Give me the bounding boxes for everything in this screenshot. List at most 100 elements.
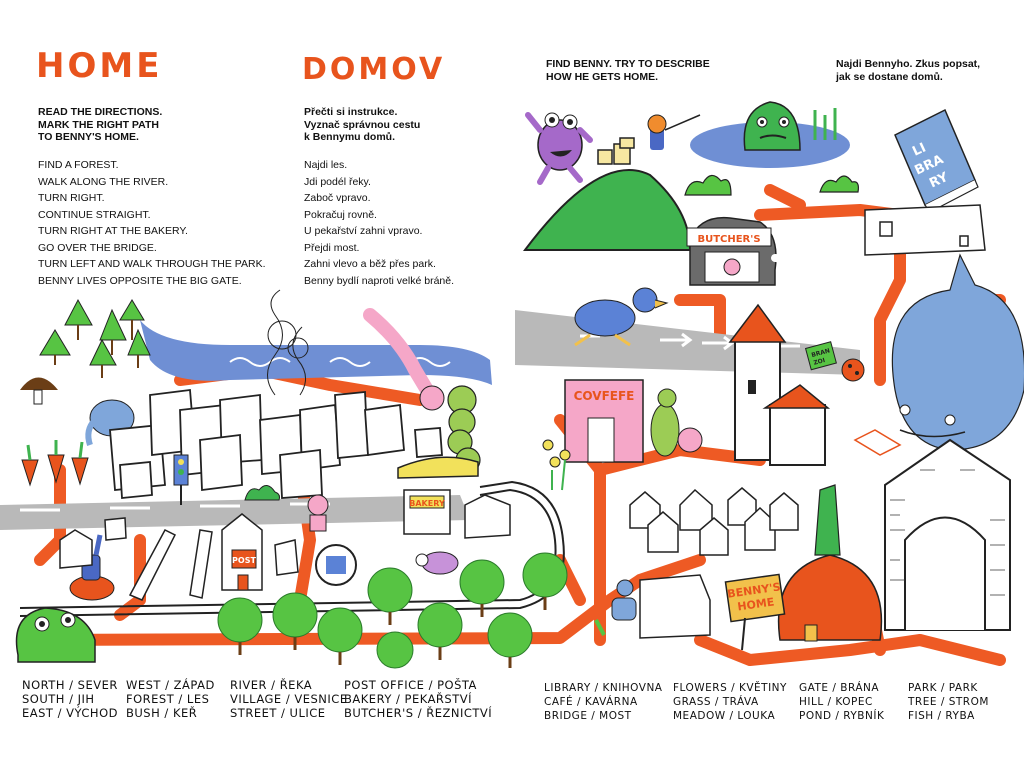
bush: [684, 174, 732, 196]
lead-line: READ THE DIRECTIONS.: [38, 106, 163, 118]
lead-instructions-en: READ THE DIRECTIONS. MARK THE RIGHT PATH…: [38, 106, 162, 144]
vocab-item: FOREST / LES: [126, 692, 210, 706]
vocab-item: NORTH / SEVER: [22, 678, 118, 692]
whale-eye: [899, 404, 911, 416]
vocab-item: PARK / PARK: [908, 682, 978, 694]
vocab-column: NORTH / SEVER SOUTH / JIH EAST / VÝCHOD: [22, 678, 118, 720]
houses-left: [59, 517, 299, 576]
bush: [819, 175, 859, 193]
purple-monster: [525, 112, 593, 185]
vocab-item: MEADOW / LOUKA: [673, 710, 776, 722]
bakery: [397, 456, 479, 535]
hill-village: [597, 137, 635, 165]
vocab-item: TREE / STROM: [908, 696, 989, 708]
whale: [891, 253, 1024, 451]
vocab-item: POND / RYBNÍK: [799, 710, 885, 722]
bennys-home-label: HOME: [737, 595, 775, 613]
vocab-column: PARK / PARK TREE / STROM FISH / RYBA: [908, 681, 989, 723]
village-houses: [629, 487, 799, 639]
vocab-column: WEST / ZÁPAD FOREST / LES BUSH / KEŘ: [126, 678, 215, 720]
lead-line: HOW HE GETS HOME.: [546, 70, 659, 83]
lead-line: MARK THE RIGHT PATH: [38, 118, 159, 131]
traffic-light: [173, 454, 189, 505]
mushroom: [20, 377, 58, 405]
direction-item: WALK ALONG THE RIVER.: [38, 175, 169, 188]
park-trees: [217, 552, 568, 669]
grasshopper: [650, 388, 703, 457]
library-book: [894, 108, 979, 213]
houses-near-bakery: [464, 494, 511, 539]
vocab-column: LIBRARY / KNIHOVNA CAFÉ / KAVÁRNA BRIDGE…: [544, 681, 663, 723]
flowers: [542, 439, 571, 491]
open-book-icon: [853, 429, 902, 456]
vocab-column: RIVER / ŘEKA VILLAGE / VESNICE STREET / …: [230, 678, 348, 720]
fishing-cat: [647, 114, 701, 150]
bridge: [128, 529, 213, 601]
direction-item: CONTINUE STRAIGHT.: [38, 208, 151, 221]
vocab-item: FISH / RYBA: [908, 710, 975, 722]
directions-list-en: FIND A FOREST. WALK ALONG THE RIVER. TUR…: [38, 157, 266, 289]
vocab-item: LIBRARY / KNIHOVNA: [544, 682, 663, 694]
street-markings: [20, 502, 330, 512]
bush: [244, 485, 280, 501]
direction-item: TURN RIGHT.: [38, 192, 105, 204]
direction-item: TURN LEFT AND WALK THROUGH THE PARK.: [38, 258, 266, 270]
big-gate: [884, 438, 1011, 631]
vocab-item: GATE / BRÁNA: [799, 682, 880, 694]
blue-elephant: [85, 399, 135, 446]
vocab-column: POST OFFICE / POŠTA BAKERY / PEKAŘSTVÍ B…: [344, 678, 492, 720]
direction-item: Najdi les.: [304, 159, 348, 171]
covfefe-cafe: [564, 379, 644, 463]
direction-item: GO OVER THE BRIDGE.: [38, 241, 157, 254]
butchers-sign: BUTCHER'S: [697, 234, 760, 245]
covfefe-sign: COVFEFE: [574, 389, 635, 403]
pink-cat: [307, 494, 329, 532]
whale-eye: [944, 414, 956, 426]
direction-item: Přejdi most.: [304, 241, 360, 254]
sign-text: ZOI: [813, 357, 826, 367]
pink-worm: [363, 308, 437, 402]
sheep: [415, 551, 459, 575]
vocab-item: FLOWERS / KVĚTINY: [673, 682, 787, 694]
lead-line: TO BENNY'S HOME.: [38, 131, 139, 143]
vocab-item: HILL / KOPEC: [799, 696, 873, 708]
direction-item: Zahni vlevo a běž přes park.: [304, 258, 436, 270]
lead-line: Přečti si instrukce.: [304, 106, 398, 118]
vocab-column: FLOWERS / KVĚTINY GRASS / TRÁVA MEADOW /…: [673, 681, 787, 723]
vocab-column: GATE / BRÁNA HILL / KOPEC POND / RYBNÍK: [799, 681, 884, 723]
post-sign: POST: [232, 556, 256, 565]
vocab-item: STREET / ULICE: [230, 706, 326, 720]
vocab-item: RIVER / ŘEKA: [230, 678, 313, 692]
pink-monster: [419, 385, 445, 411]
blue-dog: [594, 579, 637, 636]
park-tree-trunks: [238, 597, 547, 668]
green-sign: [804, 341, 837, 371]
direction-item: FIND A FOREST.: [38, 159, 119, 171]
find-benny-cz: Najdi Bennyho. Zkus popsat, jak se dosta…: [836, 58, 980, 83]
lead-line: Vyznač správnou cestu: [304, 118, 421, 131]
post-office: [221, 513, 263, 591]
vocab-item: BUSH / KEŘ: [126, 706, 198, 720]
lead-instructions-cz: Přečti si instrukce. Vyznač správnou ces…: [304, 106, 420, 144]
vocab-item: BUTCHER'S / ŘEZNICTVÍ: [344, 706, 493, 720]
lead-line: jak se dostane domů.: [836, 70, 943, 83]
directions-list-cz: Najdi les. Jdi podél řeky. Zaboč vpravo.…: [304, 157, 454, 289]
reeds: [813, 108, 837, 140]
green-blob-monster: [15, 607, 96, 663]
church: [728, 303, 831, 466]
city-buildings: [109, 388, 443, 499]
butchers-shop: [686, 216, 819, 286]
vocab-item: POST OFFICE / POŠTA: [344, 678, 477, 692]
direction-item: Benny bydlí naproti velké bráně.: [304, 274, 455, 287]
vocab-item: VILLAGE / VESNICE: [230, 692, 348, 706]
vocab-item: EAST / VÝCHOD: [22, 706, 118, 720]
direction-item: U pekařství zahni vpravo.: [304, 225, 423, 237]
lead-line: FIND BENNY. TRY TO DESCRIBE: [546, 58, 710, 70]
vocab-item: WEST / ZÁPAD: [126, 678, 215, 692]
vocab-item: CAFÉ / KAVÁRNA: [544, 696, 638, 708]
vocab-item: GRASS / TRÁVA: [673, 696, 759, 708]
library-label-line: RY: [927, 170, 951, 192]
find-benny-en: FIND BENNY. TRY TO DESCRIBE HOW HE GETS …: [546, 58, 710, 83]
factory-smoke: [267, 289, 309, 396]
